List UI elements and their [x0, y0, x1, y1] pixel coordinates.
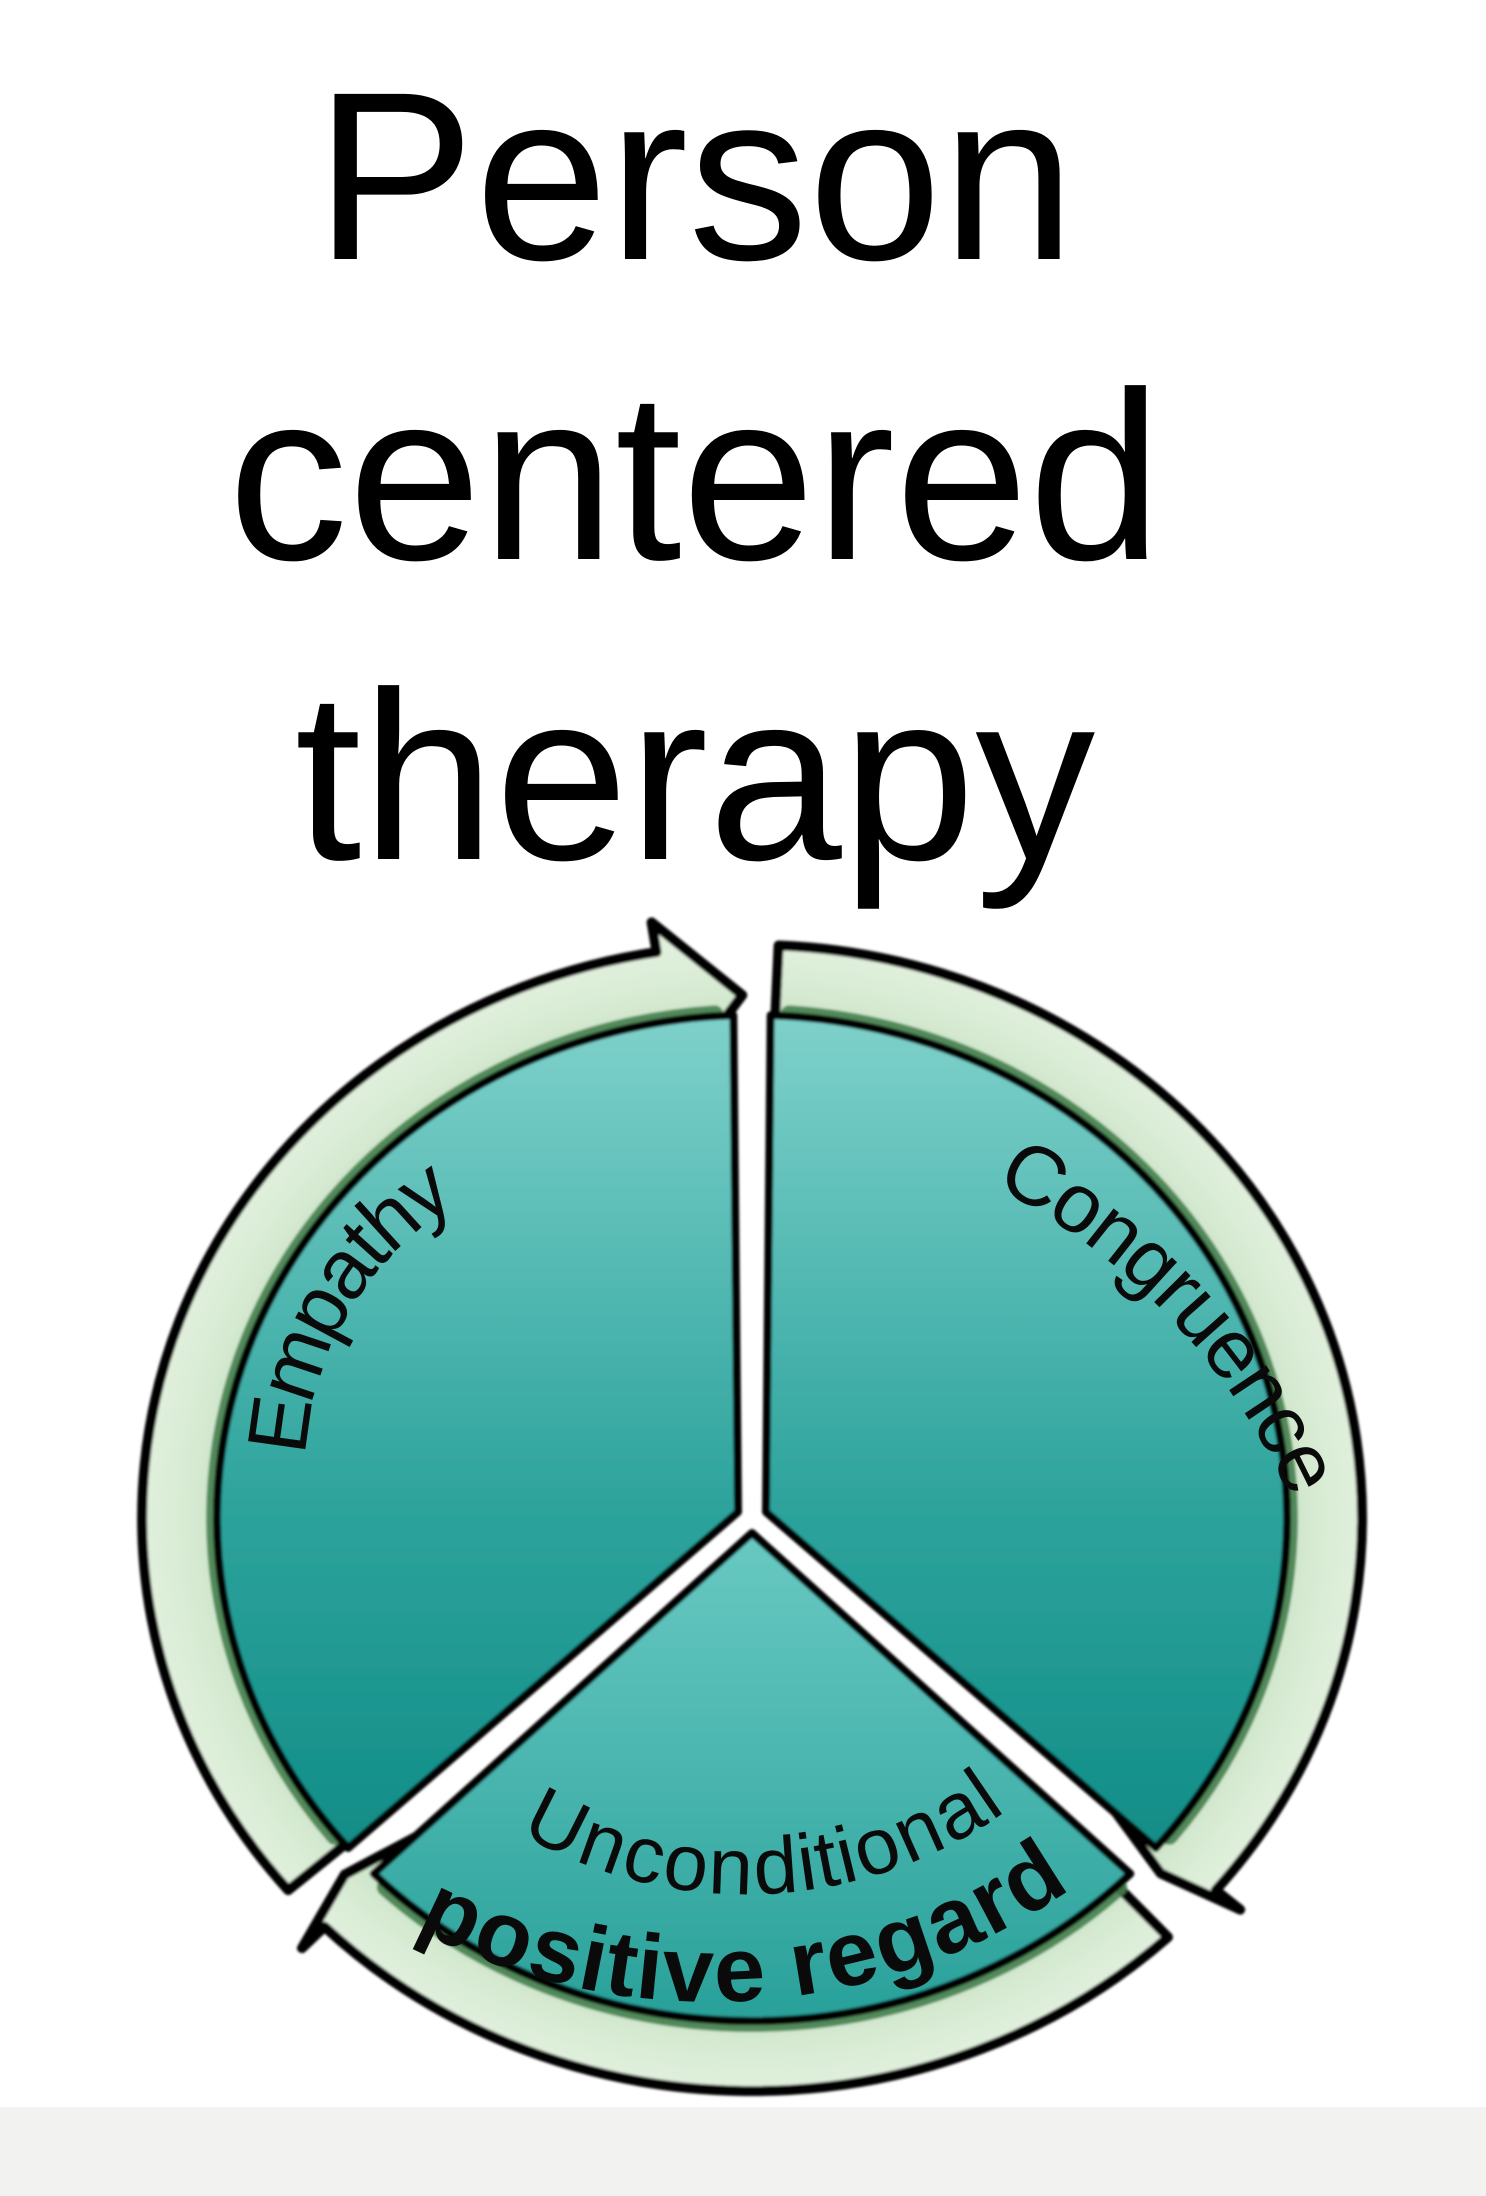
segment-congruence	[762, 1011, 1292, 1852]
segment-empathy	[212, 1011, 742, 1852]
title-line-1: Person	[314, 42, 1076, 310]
segment-unconditional-positive-regard	[369, 1529, 1135, 2026]
page-title: Person centered therapy	[0, 26, 1438, 926]
title-line-3: therapy	[294, 642, 1096, 910]
title-line-2: centered	[228, 342, 1162, 610]
bottom-gray-strip	[0, 2107, 1486, 2196]
